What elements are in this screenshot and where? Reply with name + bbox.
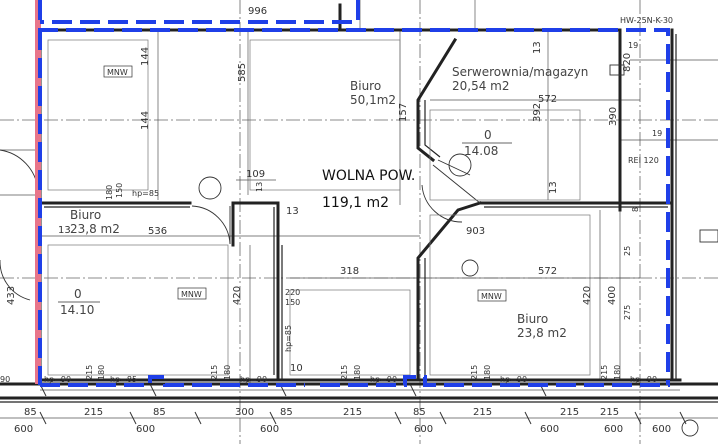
room-serwerownia-area: 20,54 m2 bbox=[452, 79, 510, 93]
b180c: 180 bbox=[353, 365, 362, 380]
level-marker-left-value: 14.10 bbox=[60, 303, 94, 317]
r300: 300 bbox=[235, 407, 254, 418]
dim-13c: 13 bbox=[286, 206, 299, 217]
r215d: 215 bbox=[560, 407, 579, 418]
dim-275: 275 bbox=[623, 305, 632, 320]
dim-572a: 572 bbox=[538, 94, 557, 105]
b180b: 180 bbox=[223, 365, 232, 380]
dim-10: 10 bbox=[290, 363, 303, 374]
r600c: 600 bbox=[260, 424, 279, 435]
dim-572b: 572 bbox=[538, 266, 557, 277]
dim-157: 157 bbox=[398, 103, 409, 122]
room-biuro-right-area: 23,8 m2 bbox=[517, 326, 567, 340]
dim-903: 903 bbox=[466, 226, 485, 237]
room-biuro-left-area: 23,8 m2 bbox=[70, 222, 120, 236]
dim-19b: 19 bbox=[652, 129, 662, 138]
b180a: 180 bbox=[97, 365, 106, 380]
hp90b: hp=90 bbox=[240, 375, 267, 384]
room-wolna-name: WOLNA POW. bbox=[322, 168, 415, 184]
doors bbox=[0, 149, 481, 301]
hw-tag: HW-25N-K-30 bbox=[620, 16, 673, 25]
room-biuro-left-name: Biuro bbox=[70, 208, 101, 222]
r600d: 600 bbox=[414, 424, 433, 435]
fixtures bbox=[198, 64, 718, 437]
mnw-label-3: MNW bbox=[481, 292, 502, 301]
hp90d: hp=90 bbox=[500, 375, 527, 384]
dim-13e: 13 bbox=[58, 225, 71, 236]
hp85a: hp=85 bbox=[132, 189, 159, 198]
b215d: 215 bbox=[470, 365, 479, 380]
hp85c: hp=85 bbox=[110, 375, 137, 384]
dimension-ticks bbox=[39, 383, 687, 425]
dim-390: 390 bbox=[608, 107, 619, 126]
r215a: 215 bbox=[84, 407, 103, 418]
room-wolna-area: 119,1 m2 bbox=[322, 195, 389, 211]
dim-144a: 144 bbox=[140, 47, 151, 66]
dim-150b: 150 bbox=[285, 298, 300, 307]
dim-144b: 144 bbox=[140, 111, 151, 130]
r600b: 600 bbox=[136, 424, 155, 435]
dim-13a: 13 bbox=[532, 41, 543, 54]
dim-820: 820 bbox=[622, 53, 633, 72]
dim-996: 996 bbox=[248, 6, 267, 17]
dim-109: 109 bbox=[246, 169, 265, 180]
mnw-labels bbox=[103, 65, 507, 302]
dim-150a: 150 bbox=[115, 183, 124, 198]
area-boundary bbox=[38, 0, 670, 385]
area-boundary-bottom bbox=[40, 375, 670, 387]
dim-420a: 420 bbox=[232, 286, 243, 305]
dim-180a: 180 bbox=[105, 185, 114, 200]
hp90e: hp=90 bbox=[630, 375, 657, 384]
r215e: 215 bbox=[600, 407, 619, 418]
b180e: 180 bbox=[613, 365, 622, 380]
hp90c: hp=90 bbox=[370, 375, 397, 384]
dim-585: 585 bbox=[237, 63, 248, 82]
dim-13b: 13 bbox=[255, 182, 264, 192]
b215b: 215 bbox=[210, 365, 219, 380]
wall-inner-lines bbox=[0, 34, 718, 403]
level-marker-right-o: 0 bbox=[484, 128, 492, 142]
room-serwerownia-name: Serwerownia/magazyn bbox=[452, 65, 588, 79]
room-outline-thin bbox=[47, 39, 591, 376]
r600f: 600 bbox=[604, 424, 623, 435]
mnw-label-2: MNW bbox=[181, 290, 202, 299]
hp90a: hp=90 bbox=[44, 375, 71, 384]
dim-19a: 19 bbox=[628, 41, 638, 50]
dim-433: 433 bbox=[6, 286, 17, 305]
dim-220: 220 bbox=[285, 288, 300, 297]
b90a: 90 bbox=[0, 375, 10, 384]
dim-318: 318 bbox=[340, 266, 359, 277]
dim-536: 536 bbox=[148, 226, 167, 237]
dim-420b: 420 bbox=[582, 286, 593, 305]
dim-13d: 13 bbox=[548, 181, 559, 194]
b180d: 180 bbox=[483, 365, 492, 380]
mnw-label-1: MNW bbox=[107, 68, 128, 77]
r215c: 215 bbox=[473, 407, 492, 418]
dim-392: 392 bbox=[532, 103, 543, 122]
b215c: 215 bbox=[340, 365, 349, 380]
b215e: 215 bbox=[600, 365, 609, 380]
hp85b: hp=85 bbox=[284, 325, 293, 352]
r85b: 85 bbox=[153, 407, 166, 418]
rei-label: REI 120 bbox=[628, 156, 659, 165]
r85d: 85 bbox=[413, 407, 426, 418]
r85a: 85 bbox=[24, 407, 37, 418]
b215a: 215 bbox=[85, 365, 94, 380]
dim-8: 8 bbox=[631, 207, 640, 212]
r600e: 600 bbox=[540, 424, 559, 435]
room-biuro-right-name: Biuro bbox=[517, 312, 548, 326]
room-biuro-top-area: 50,1m2 bbox=[350, 93, 396, 107]
room-biuro-top-name: Biuro bbox=[350, 79, 381, 93]
dim-400: 400 bbox=[607, 286, 618, 305]
r600g: 600 bbox=[652, 424, 671, 435]
level-marker-right-value: 14.08 bbox=[464, 144, 498, 158]
r85c: 85 bbox=[280, 407, 293, 418]
level-marker-left-o: 0 bbox=[74, 287, 82, 301]
r215b: 215 bbox=[343, 407, 362, 418]
r600a: 600 bbox=[14, 424, 33, 435]
dim-25: 25 bbox=[623, 246, 632, 256]
